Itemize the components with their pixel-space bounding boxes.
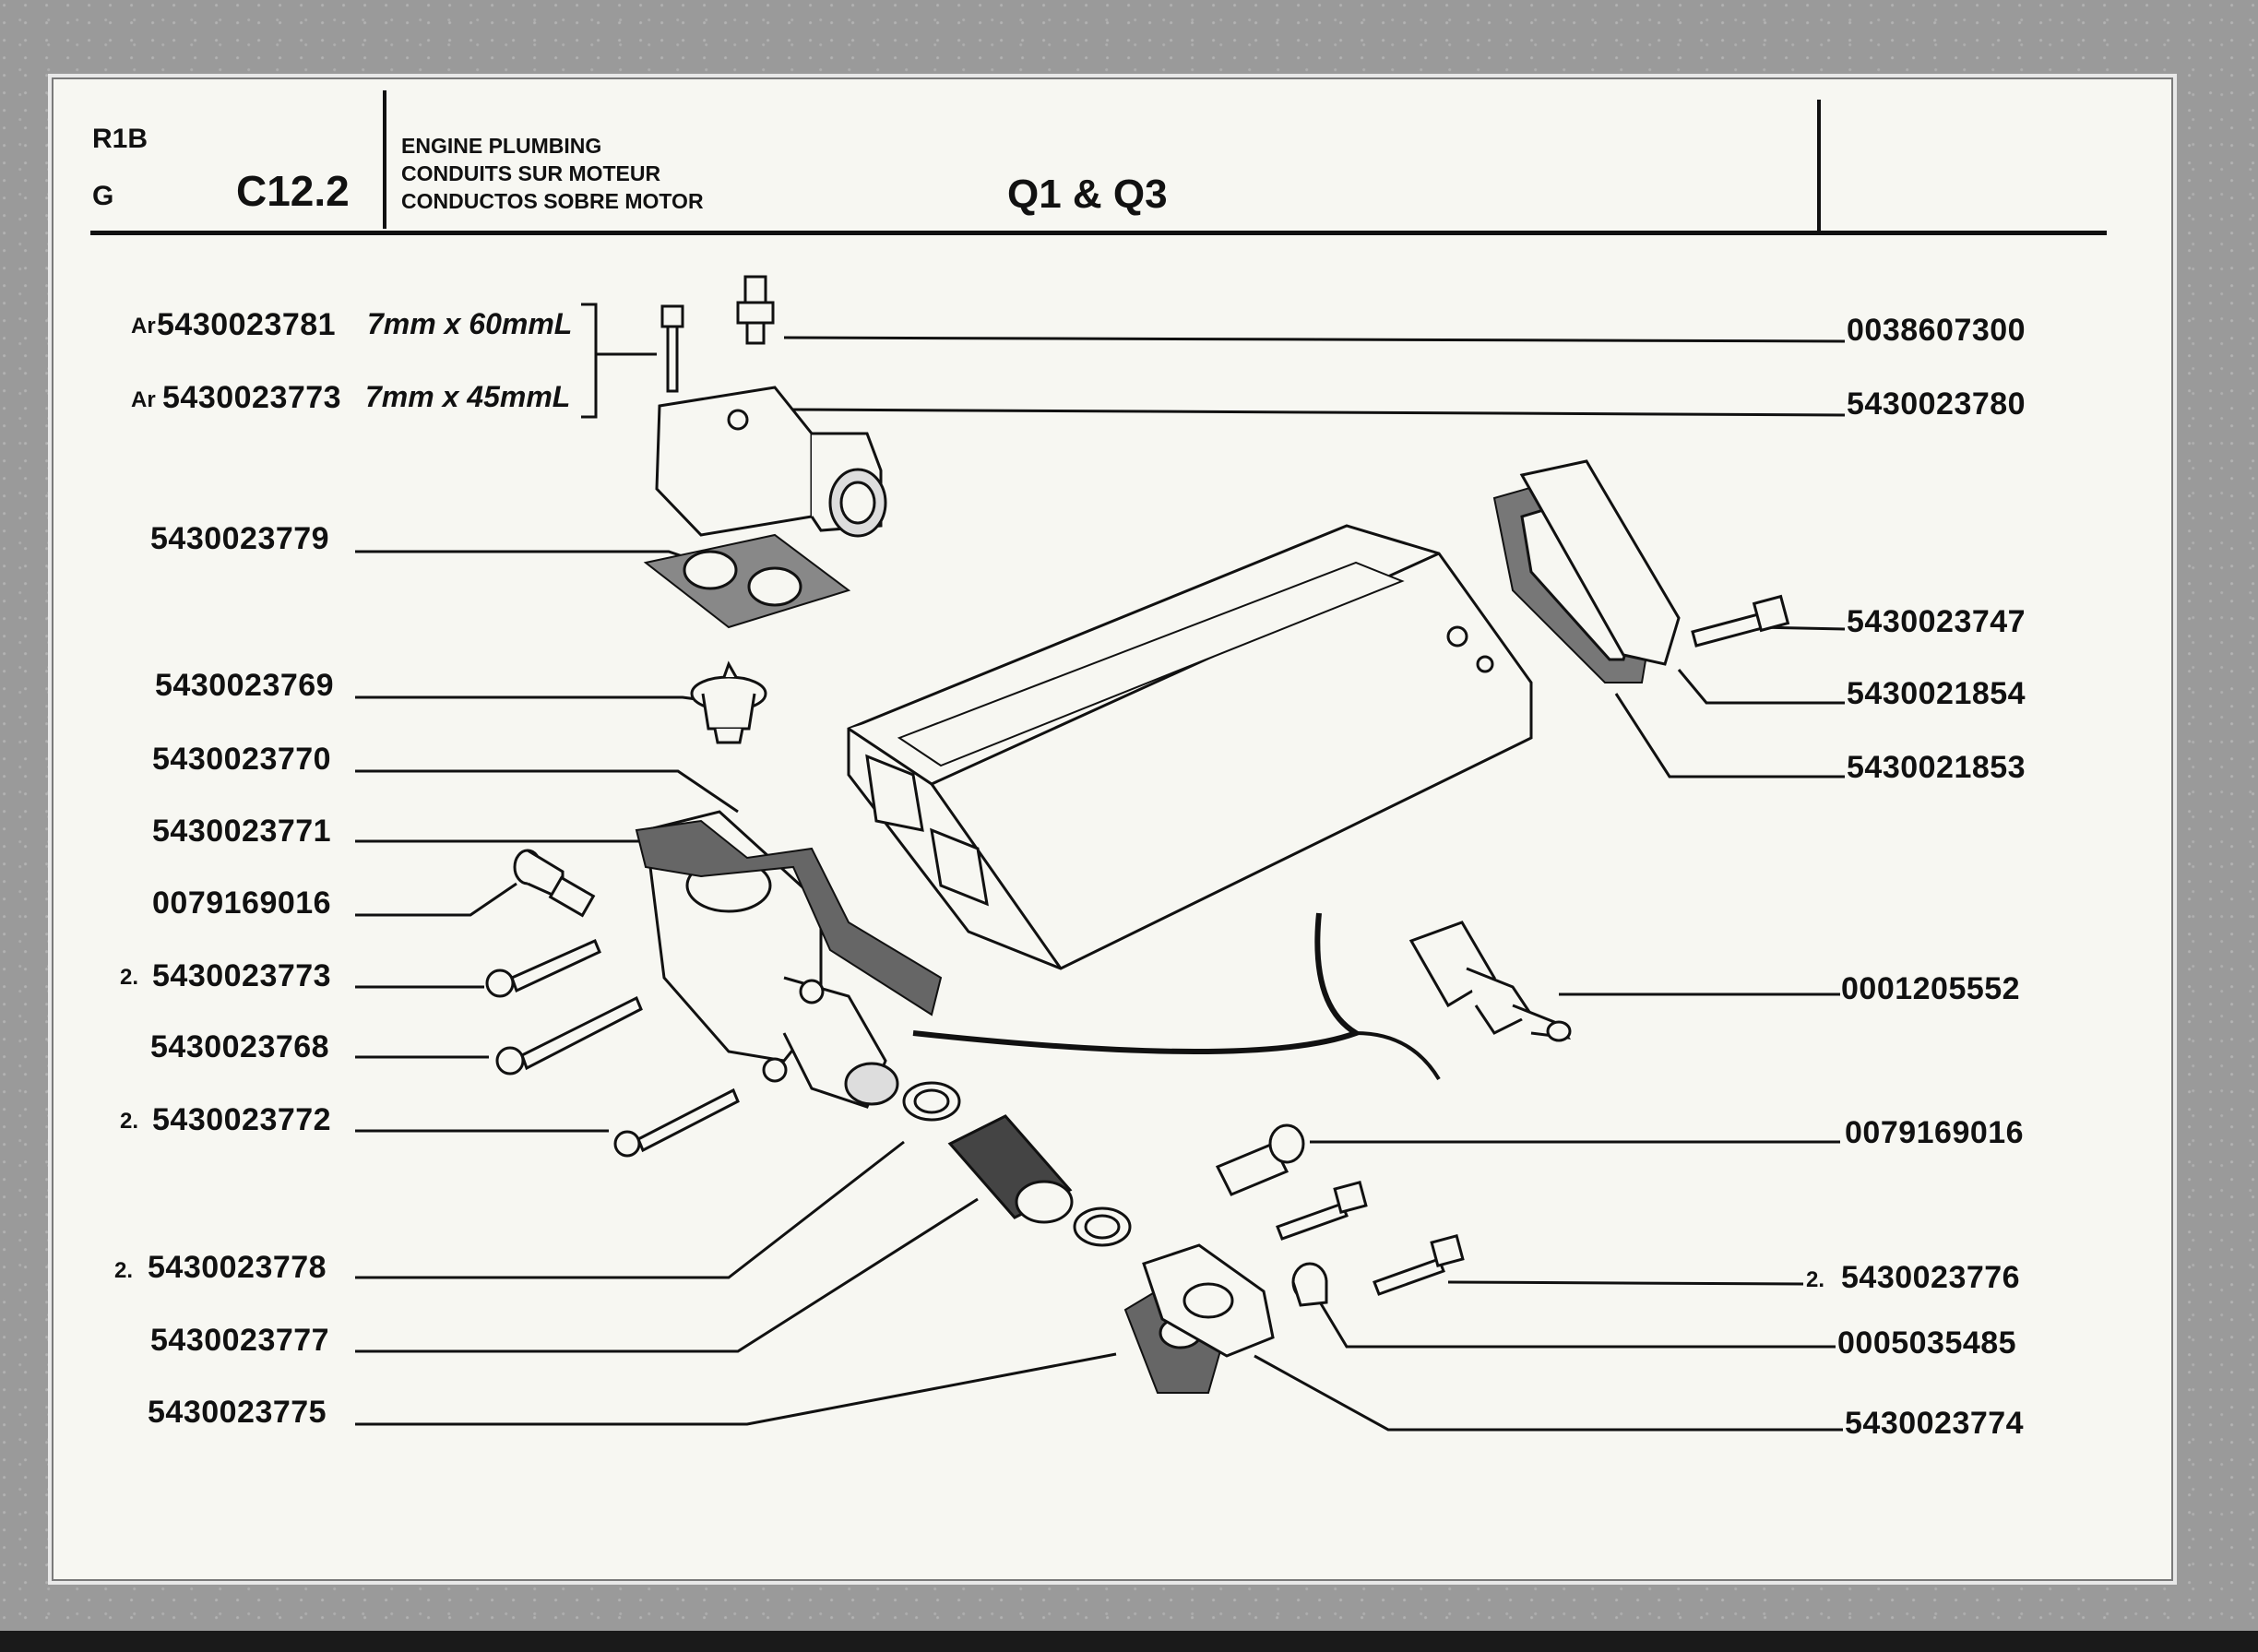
alt-part-1: 5430023781 xyxy=(157,307,337,342)
gasket-icon xyxy=(643,533,851,629)
side-cover-gasket-icon xyxy=(1492,459,1681,683)
left-part-label: 5430023777 xyxy=(150,1323,330,1358)
fitting-icon xyxy=(513,849,596,918)
title-line-fr: CONDUITS SUR MOTEUR xyxy=(401,161,661,185)
left-part-label: 5430023768 xyxy=(150,1029,330,1064)
title-line-en: ENGINE PLUMBING xyxy=(401,134,602,158)
leader-line xyxy=(1614,693,1845,778)
hose-icon xyxy=(947,1114,1074,1224)
alternates-bracket xyxy=(581,303,657,419)
right-part-label: 0001205552 xyxy=(1841,971,2021,1006)
alt-prefix-1: Ar xyxy=(131,314,156,339)
leader-line xyxy=(355,695,711,703)
left-part-label: 5430023779 xyxy=(150,521,330,556)
leader-line xyxy=(1447,1280,1804,1286)
doc-code-bottom: G xyxy=(92,181,114,211)
right-part-label: 0005035485 xyxy=(1837,1325,2017,1361)
right-part-label: 5430023774 xyxy=(1845,1406,2025,1441)
left-qty-label: 2. xyxy=(114,1258,134,1283)
gasket-icon xyxy=(635,819,943,1016)
leader-line xyxy=(355,1197,979,1353)
leader-line xyxy=(355,1140,905,1279)
left-part-label: 5430023771 xyxy=(152,814,332,849)
sensor-locator-arc xyxy=(1355,1031,1441,1081)
bolt-icon xyxy=(485,939,601,998)
thermostat-icon xyxy=(690,660,767,744)
right-part-label: 5430021854 xyxy=(1847,676,2026,711)
leader-line xyxy=(355,882,517,917)
temperature-sensor-icon xyxy=(1408,921,1572,1042)
leader-line xyxy=(788,408,1846,417)
title-line-es: CONDUCTOS SOBRE MOTOR xyxy=(401,189,704,213)
fitting-icon xyxy=(1215,1123,1305,1196)
bolt-icon xyxy=(1276,1180,1368,1241)
right-part-label: 5430023776 xyxy=(1841,1260,2021,1295)
right-part-label: 5430023747 xyxy=(1847,604,2026,639)
bolt-icon xyxy=(660,304,684,393)
bolt-icon xyxy=(495,995,643,1076)
left-part-label: 5430023773 xyxy=(152,958,332,993)
fitting-icon xyxy=(736,275,775,345)
left-part-label: 5430023770 xyxy=(152,742,332,777)
right-qty-label: 2. xyxy=(1806,1267,1825,1292)
cylinder-head-icon xyxy=(847,524,1533,970)
alt-spec-1: 7mm x 60mmL xyxy=(367,307,573,340)
left-part-label: 0079169016 xyxy=(152,885,332,921)
section-code: C12.2 xyxy=(236,167,350,215)
leader-line xyxy=(1254,1354,1843,1432)
bolt-icon xyxy=(613,1087,740,1158)
sensor-locator-arc xyxy=(912,912,1362,1054)
hose-clamp-icon xyxy=(1073,1206,1132,1247)
leader-line xyxy=(1317,1300,1836,1349)
scan-bottom-edge xyxy=(0,1631,2258,1652)
plug-icon xyxy=(1291,1262,1328,1307)
right-part-label: 5430021853 xyxy=(1847,750,2026,785)
leader-line xyxy=(355,829,675,843)
header-divider-left xyxy=(383,90,386,229)
alt-part-2: 5430023773 xyxy=(162,380,342,415)
left-part-label: 5430023772 xyxy=(152,1102,332,1137)
left-part-label: 5430023775 xyxy=(148,1395,327,1430)
leader-line xyxy=(355,1352,1117,1426)
left-part-label: 5430023769 xyxy=(155,668,335,703)
bolt-icon xyxy=(1373,1233,1465,1296)
leader-line xyxy=(1677,669,1845,705)
doc-code-top: R1B xyxy=(92,124,149,154)
alt-spec-2: 7mm x 45mmL xyxy=(365,380,571,413)
bolt-icon xyxy=(1691,594,1790,648)
model-label: Q1 & Q3 xyxy=(1007,172,1168,217)
alt-prefix-2: Ar xyxy=(131,387,156,412)
left-qty-label: 2. xyxy=(120,965,139,990)
left-qty-label: 2. xyxy=(120,1109,139,1134)
leader-line xyxy=(355,769,739,814)
right-part-label: 0038607300 xyxy=(1847,313,2026,348)
header-underline xyxy=(90,231,2107,235)
left-part-label: 5430023778 xyxy=(148,1250,327,1285)
leader-line xyxy=(783,336,1846,343)
flange-icon xyxy=(1142,1243,1275,1358)
header-divider-right xyxy=(1817,100,1821,232)
thermostat-housing-icon xyxy=(655,386,887,538)
hose-clamp-icon xyxy=(902,1081,961,1122)
right-part-label: 0079169016 xyxy=(1845,1115,2025,1150)
right-part-label: 5430023780 xyxy=(1847,386,2026,422)
